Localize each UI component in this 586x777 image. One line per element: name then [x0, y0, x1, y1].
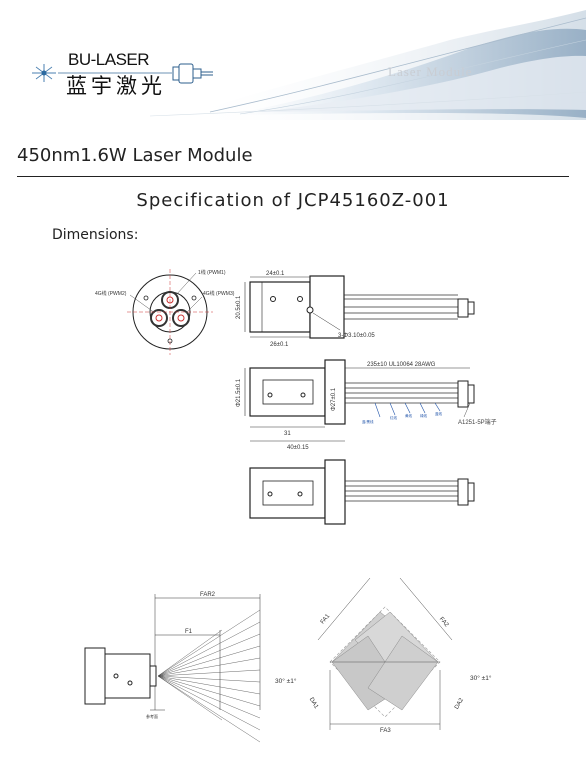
- beam-fa2: FA2: [438, 616, 450, 629]
- dim-side-height: Φ21.5±0.1: [236, 378, 242, 407]
- wave-line: [209, 17, 586, 113]
- dim-31: 31: [284, 431, 291, 437]
- side-view: 235±10 UL10064 28AWG Φ21.5±0.1 Φ27±0.1 3…: [236, 359, 497, 451]
- starburst-icon: [32, 64, 56, 82]
- dim-40: 40±0.15: [287, 445, 309, 451]
- module-title: 450nm1.6W Laser Module: [17, 145, 253, 166]
- top-view: 24±0.1 26±0.1 20.5±0.1 3-Φ3.10±0.05: [236, 271, 475, 348]
- wire-label: 蓝线: [435, 411, 443, 416]
- beam-left-diagram: FAR2 F1 参考面: [84, 592, 261, 743]
- dimensions-label: Dimensions:: [52, 227, 139, 243]
- connector-label: A1251-5P端子: [458, 418, 497, 426]
- title-divider: [17, 176, 569, 177]
- beam-angle-right: 30° ±1°: [470, 674, 492, 682]
- header-graphic: [32, 10, 586, 120]
- circle-label-right: 4G线 (PWM3): [203, 290, 235, 297]
- cable-spec: 235±10 UL10064 28AWG: [367, 362, 436, 368]
- bottom-view: [249, 459, 475, 525]
- header-watermark: Laser Module: [388, 64, 473, 79]
- page-header: BU-LASER 蓝宇激光 Laser Module: [0, 0, 586, 130]
- dim-top-bottom: 26±0.1: [270, 342, 289, 348]
- mechanical-drawing: 1线 (PWM1) 4G线 (PWM2) 4G线 (PWM3) 24±0.1 2…: [95, 269, 497, 525]
- dim-screw: 3-Φ3.10±0.05: [338, 333, 375, 339]
- wire-label: 红线: [390, 415, 398, 420]
- dim-flange: Φ27±0.1: [331, 387, 337, 411]
- dim-top-width: 24±0.1: [266, 271, 285, 277]
- beam-left-f1: F1: [185, 629, 193, 635]
- wave-line: [149, 91, 586, 117]
- beam-fa3: FA3: [380, 728, 391, 734]
- logo-text-cn: 蓝宇激光: [66, 74, 166, 98]
- wire-label: 黄线: [405, 413, 413, 418]
- beam-right-diagram: FA3 FA1 FA2 DA1 DA2 30° ±1° 30° ±1°: [275, 577, 492, 734]
- beam-left-far2: FAR2: [200, 592, 216, 598]
- circle-label-top: 1线 (PWM1): [198, 269, 226, 276]
- wire-label: 绿线: [420, 413, 428, 418]
- beam-rays: [157, 609, 261, 743]
- dim-top-height: 20.5±0.1: [236, 295, 242, 319]
- beam-da2: DA2: [454, 697, 465, 711]
- beam-left-base: 参考面: [146, 713, 158, 719]
- laser-module-icon: [172, 63, 213, 84]
- front-circle-view: 1线 (PWM1) 4G线 (PWM2) 4G线 (PWM3): [95, 269, 235, 355]
- wire-label: 蓝/黑线: [362, 419, 374, 424]
- beam-diagrams: FAR2 F1 参考面: [84, 577, 492, 743]
- beam-da1: DA1: [308, 697, 319, 711]
- logo-text-en: BU-LASER: [68, 50, 150, 69]
- beam-fa1: FA1: [320, 613, 332, 626]
- beam-angle-left: 30° ±1°: [275, 677, 297, 685]
- wave-line: [239, 39, 586, 115]
- circle-label-left: 4G线 (PWM2): [95, 290, 127, 297]
- spec-title: Specification of JCP45160Z-001: [136, 190, 450, 211]
